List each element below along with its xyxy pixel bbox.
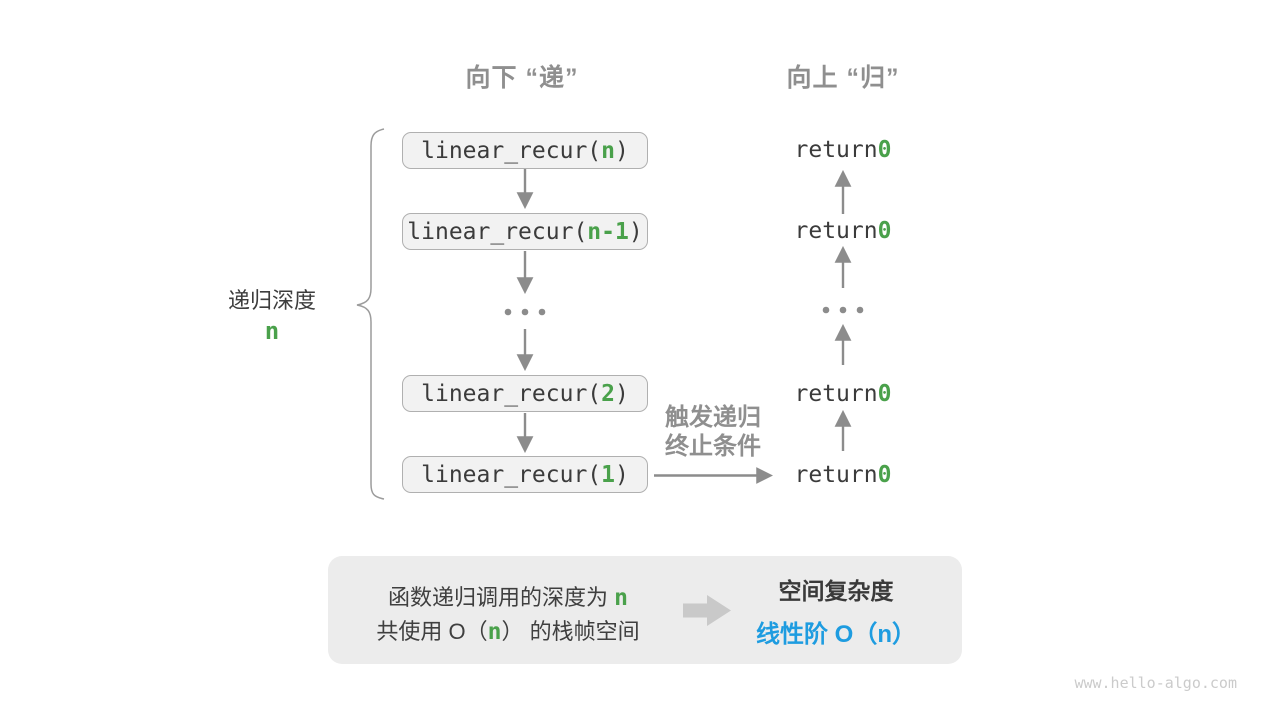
returns-ellipsis: [818, 300, 868, 320]
return-row-3: return 0: [794, 381, 892, 407]
summary-space-line: 共使用 O（n） 的栈帧空间: [376, 619, 640, 645]
return-row-4: return 0: [794, 462, 892, 488]
call-arg: 1: [601, 461, 615, 488]
call-arg: 2: [601, 380, 615, 407]
return-value: 0: [877, 381, 892, 407]
recursion-depth-brace: [356, 128, 385, 500]
recursion-depth-value: n: [264, 317, 280, 345]
summary-space-value: n: [487, 619, 502, 645]
return-value: 0: [877, 218, 892, 244]
return-value: 0: [877, 462, 892, 488]
space-complexity-value: 线性阶 O（n）: [756, 621, 916, 648]
descend-column-header: 向下 “递”: [465, 64, 579, 92]
stack-ellipsis: [500, 302, 550, 322]
summary-depth-line: 函数递归调用的深度为 n: [388, 585, 628, 611]
stack-ellipsis-dots: [504, 308, 546, 316]
space-complexity-title: 空间复杂度: [778, 578, 894, 604]
call-arg: n-1: [587, 218, 629, 245]
return-row-1: return 0: [794, 137, 892, 163]
watermark-url: www.hello-algo.com: [1074, 674, 1237, 692]
return-value: 0: [877, 137, 892, 163]
summary-depth-value: n: [614, 585, 628, 611]
call-box-2: linear_recur(2): [402, 375, 648, 412]
call-arg: n: [601, 137, 615, 164]
return-row-2: return 0: [794, 218, 892, 244]
terminate-condition-label: 触发递归 终止条件: [665, 404, 761, 460]
call-box-n-1: linear_recur(n-1): [402, 213, 648, 250]
recursion-depth-label: 递归深度: [227, 288, 316, 313]
returns-ellipsis-dots: [822, 306, 864, 314]
call-box-1: linear_recur(1): [402, 456, 648, 493]
result-block-arrow: [683, 595, 731, 626]
summary-panel: [328, 556, 962, 664]
call-box-n: linear_recur(n): [402, 132, 648, 169]
ascend-column-header: 向上 “归”: [786, 64, 900, 92]
